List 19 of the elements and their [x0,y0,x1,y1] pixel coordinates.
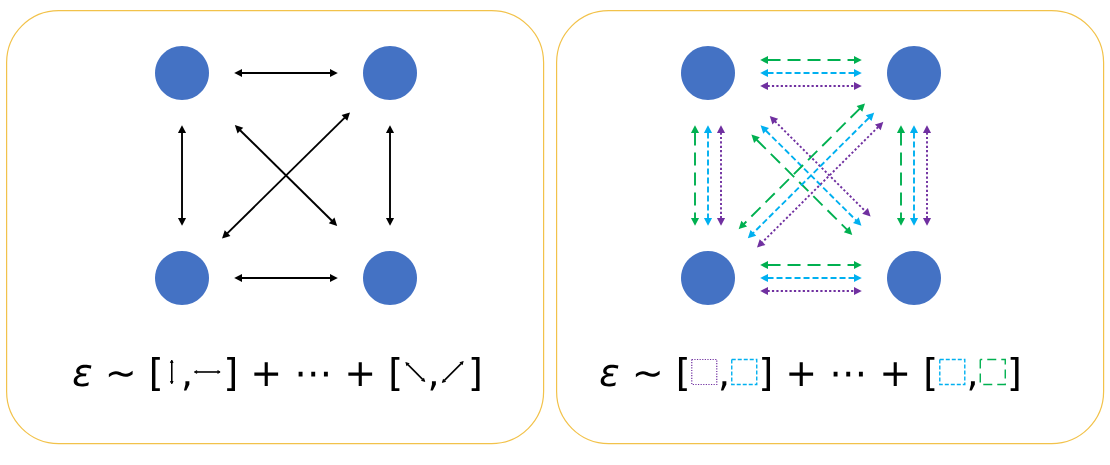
formula-text: , [183,381,190,391]
formula-text: ] [471,357,480,391]
circle [155,251,209,305]
formula-text: ε ∼ [ [73,357,160,391]
circle [681,251,735,305]
circle [681,46,735,100]
formula-text: ] + ⋯ + [ [227,357,400,391]
circle [363,251,417,305]
formula-text: ε ∼ [ [600,357,687,391]
circle [363,46,417,100]
formula-text: ] + ⋯ + [ [762,357,935,391]
double-arrow [222,112,350,239]
circle [887,251,941,305]
circle [887,46,941,100]
formula-text: ] [1010,357,1019,391]
formula-text: , [720,381,727,391]
formula-text: , [969,381,975,391]
circle [155,46,209,100]
formula-text: , [430,381,436,391]
